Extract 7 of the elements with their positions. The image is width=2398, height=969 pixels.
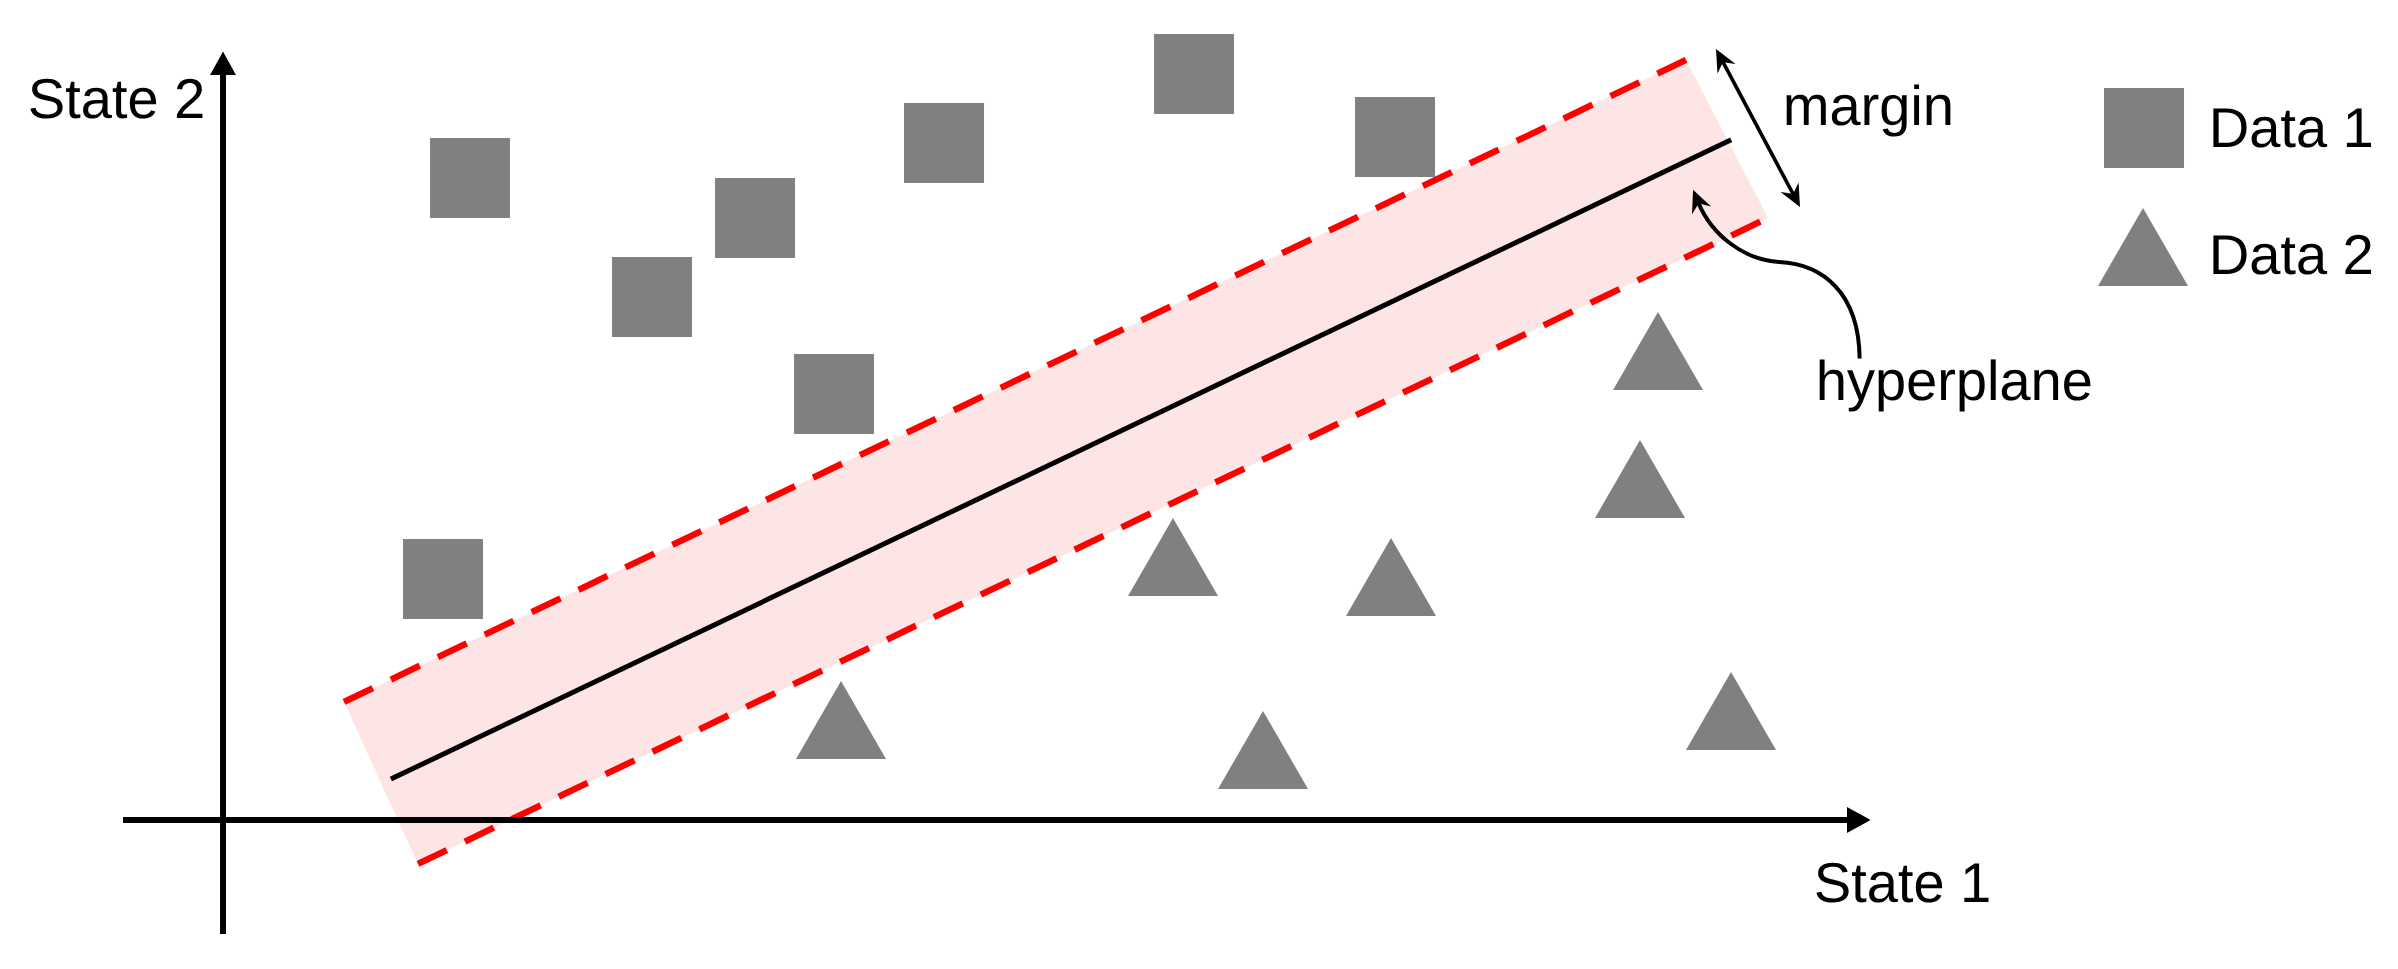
dimension-label: margin xyxy=(1786,84,1951,137)
callout-text: hyperplane xyxy=(1819,359,2091,412)
axis-label: State 2 xyxy=(30,78,203,119)
hyperplane-line xyxy=(389,137,1733,782)
legend-text: Data 2 xyxy=(2213,234,2371,275)
axis-label: State 1 xyxy=(1816,862,1989,903)
legend-text: Data 1 xyxy=(2213,108,2371,148)
